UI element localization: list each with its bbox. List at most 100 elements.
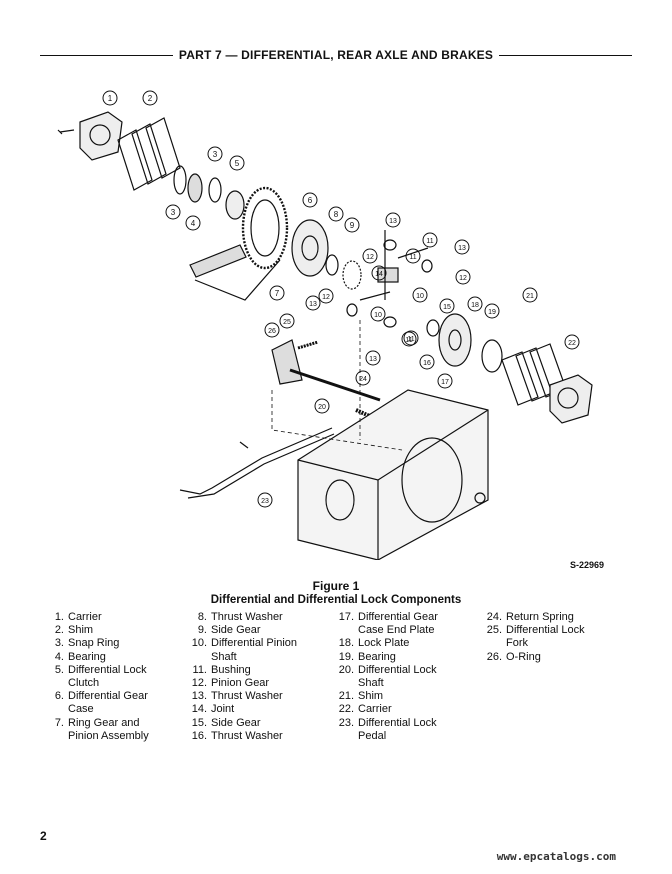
legend-number: 22. <box>338 703 354 716</box>
legend-item: 17.Differential Gear Case End Plate <box>330 611 490 637</box>
legend-text: Differential Lock Pedal <box>358 716 437 742</box>
legend-text: Side Gear <box>211 716 261 729</box>
callout-label: 26 <box>268 328 276 335</box>
legend-text: Thrust Washer <box>211 611 283 623</box>
callout-label: 13 <box>309 301 317 308</box>
legend-number: 19. <box>338 650 354 663</box>
callout-label: 10 <box>374 312 382 319</box>
callout-label: 4 <box>191 219 196 228</box>
legend-item: 3.Snap Ring <box>40 637 190 650</box>
callout-label: 2 <box>148 94 153 103</box>
legend-number: 6. <box>54 690 64 703</box>
legend-item: 23. Differential Lock Pedal <box>330 717 490 743</box>
part-differential-case <box>291 219 329 277</box>
legend-number: 16. <box>191 729 207 742</box>
callout-label: 17 <box>441 379 449 386</box>
legend-item: 14. Joint <box>183 703 333 716</box>
legend-item: 16. Thrust Washer <box>183 730 333 743</box>
callout-bubbles: 1 2 3 5 3 4 6 8 9 13 12 11 11 13 14 12 7… <box>102 90 580 508</box>
legend-item: 11. Bushing <box>183 664 333 677</box>
header-rule-left <box>40 54 173 56</box>
callout-label: 25 <box>283 319 291 326</box>
legend-text: Carrier <box>358 703 392 716</box>
callout-label: 9 <box>350 221 355 230</box>
legend-number: 12. <box>191 677 207 690</box>
legend-text: Snap Ring <box>68 637 120 650</box>
legend-number: 20. <box>338 663 354 676</box>
legend-text: Differential Gear Case End Plate <box>358 611 438 637</box>
legend-column-3: 17.Differential Gear Case End Plate 18.L… <box>330 611 490 743</box>
legend-number: 21. <box>338 690 354 703</box>
legend-item: 8. Thrust Washer <box>183 611 333 624</box>
callout-label: 24 <box>359 376 367 383</box>
legend-item: 26.O-Ring <box>478 651 638 664</box>
callout-label: 12 <box>459 275 467 282</box>
legend-text: Bushing <box>211 663 251 676</box>
callout-label: 6 <box>308 196 313 205</box>
legend-number: 25. <box>486 624 502 637</box>
callout-label: 8 <box>334 210 339 219</box>
legend-text: Bearing <box>358 650 396 663</box>
callout-label: 3 <box>213 150 218 159</box>
callout-label: 11 <box>409 254 416 261</box>
callout-label: 22 <box>568 340 576 347</box>
legend-text: Ring Gear and Pinion Assembly <box>68 716 149 742</box>
legend-item: 1. Carrier <box>40 611 190 624</box>
legend-item: 20. Differential Lock Shaft <box>330 664 490 690</box>
legend-item: 25. Differential Lock Fork <box>478 624 638 650</box>
callout-label: 14 <box>375 271 383 278</box>
section-title: PART 7 — DIFFERENTIAL, REAR AXLE AND BRA… <box>178 48 494 62</box>
legend-number: 15. <box>191 716 207 729</box>
legend-item: 18.Lock Plate <box>330 637 490 650</box>
legend-column-1: 1.Carrier 2.Shim 3.Snap Ring 4.Bearing 5… <box>40 611 190 743</box>
part-end-plate <box>438 313 503 373</box>
legend-item: 2. Shim <box>40 624 190 637</box>
exploded-parts-diagram: 1 2 3 5 3 4 6 8 9 13 12 11 11 13 14 12 7… <box>57 90 593 560</box>
callout-label: 11 <box>407 336 414 343</box>
callout-label: 20 <box>318 404 326 411</box>
legend-item: 5.Differential Lock Clutch <box>40 664 190 690</box>
part-snap-rings-bearings <box>173 165 245 220</box>
legend-text: Pinion Gear <box>211 677 270 690</box>
callout-label: 13 <box>369 356 377 363</box>
figure-code: S-22969 <box>570 560 605 570</box>
callout-label: 11 <box>405 337 412 344</box>
legend-number: 8. <box>197 611 207 623</box>
legend-item: 19. Bearing <box>330 651 490 664</box>
legend-text: Joint <box>211 703 235 716</box>
legend-text: Lock Plate <box>358 637 410 650</box>
legend-number: 11. <box>192 663 207 676</box>
legend-number: 26. <box>486 650 502 663</box>
callout-label: 11 <box>426 238 433 245</box>
legend-number: 24. <box>486 611 502 623</box>
callout-label: 12 <box>322 294 330 301</box>
legend-number: 9. <box>197 624 207 637</box>
legend-number: 14. <box>191 703 207 716</box>
legend-number: 7. <box>54 716 64 729</box>
legend-text: Side Gear <box>211 624 261 637</box>
part-shims <box>117 117 181 191</box>
legend-text: Differential Lock Shaft <box>358 663 437 690</box>
figure-title: Differential and Differential Lock Compo… <box>210 594 462 606</box>
legend-item: 21.Shim <box>330 690 490 703</box>
legend-text: Thrust Washer <box>211 729 283 742</box>
callout-label: 13 <box>389 218 397 225</box>
watermark: www.epcatalogs.com <box>496 850 616 863</box>
legend-item: 9. Side Gear <box>183 624 333 637</box>
legend-number: 2. <box>54 624 64 637</box>
legend-number: 5. <box>54 663 64 676</box>
legend-text: Carrier <box>68 611 102 623</box>
legend-column-2: 8.Thrust Washer 9.Side Gear 10.Different… <box>183 611 333 743</box>
legend-number: 1. <box>54 611 64 623</box>
legend-item: 13.Thrust Washer <box>183 690 333 703</box>
part-axle-housing <box>297 389 489 560</box>
legend-column-4: 24.Return Spring 25.Differential Lock Fo… <box>478 611 638 664</box>
section-header: PART 7 — DIFFERENTIAL, REAR AXLE AND BRA… <box>40 44 633 66</box>
legend-text: Differential Lock Fork <box>506 624 585 650</box>
legend-number: 23. <box>338 716 354 729</box>
callout-label: 13 <box>458 245 466 252</box>
legend-item: 12. Pinion Gear <box>183 677 333 690</box>
figure-number: Figure 1 <box>312 579 360 593</box>
legend-text: Shim <box>68 624 94 637</box>
legend-text: Thrust Washer <box>211 690 283 703</box>
